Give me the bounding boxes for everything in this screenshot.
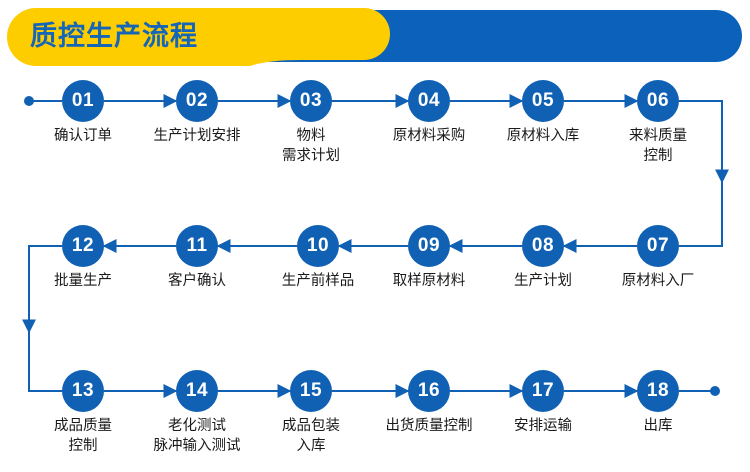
flow-node-15[interactable]: 15 成品包装 入库 [282,370,340,454]
flow-node-04-label: 原材料采购 [392,128,466,144]
page-title: 质控生产流程 [30,21,198,51]
flow-node-08[interactable]: 08 生产计划 [514,225,572,289]
flow-node-08-number: 08 [522,225,564,267]
flow-node-09-number: 09 [408,225,450,267]
flow-node-14-number: 14 [176,370,218,412]
flow-node-10[interactable]: 10 生产前样品 [282,225,354,289]
flow-node-10-label: 生产前样品 [281,273,355,289]
flow-node-14[interactable]: 14 老化测试 脉冲输入测试 [154,370,241,454]
flow-node-09[interactable]: 09 取样原材料 [393,225,465,289]
flow-node-06[interactable]: 06 来料质量 控制 [629,80,687,164]
flow-node-18-number: 18 [637,370,679,412]
flow-node-12[interactable]: 12 批量生产 [54,225,112,289]
flow-node-01-number: 01 [62,80,104,122]
flow-node-11-number: 11 [176,225,218,267]
flow-end-dot [710,386,720,396]
connector-12-to-13-tail [28,310,62,392]
flow-node-06-label: 来料质量 控制 [629,128,687,164]
flow-node-14-label: 老化测试 脉冲输入测试 [153,418,241,454]
flow-node-04[interactable]: 04 原材料采购 [393,80,465,144]
flow-node-04-number: 04 [408,80,450,122]
flow-node-17-label: 安排运输 [514,418,572,434]
flow-node-16-label: 出货质量控制 [385,418,473,434]
header-yellow-shape [7,8,390,66]
flow-node-07-label: 原材料入厂 [621,273,695,289]
flow-node-03-number: 03 [290,80,332,122]
flow-node-11[interactable]: 11 客户确认 [168,225,226,289]
flow-node-13-number: 13 [62,370,104,412]
flow-node-12-number: 12 [62,225,104,267]
flow-node-18[interactable]: 18 出库 [637,370,679,434]
flow-node-10-number: 10 [297,225,339,267]
flow-node-16[interactable]: 16 出货质量控制 [386,370,473,434]
flow-node-05-number: 05 [522,80,564,122]
flow-node-03-label: 物料 需求计划 [282,128,340,164]
flow-node-02-label: 生产计划安排 [153,128,241,144]
header-banner: 质控生产流程 [0,0,750,72]
flow-node-07[interactable]: 07 原材料入厂 [622,225,694,289]
flow-node-16-number: 16 [408,370,450,412]
flow-node-15-number: 15 [290,370,332,412]
flow-node-06-number: 06 [637,80,679,122]
flow-node-17-number: 17 [522,370,564,412]
connector-06-to-07-arrowhead [679,100,729,184]
connector-12-to-13-arrowhead [22,245,62,334]
flow-node-07-number: 07 [637,225,679,267]
connector-06-to-07-tail [679,160,723,247]
flow-node-15-label: 成品包装 入库 [282,418,340,454]
flow-node-12-label: 批量生产 [54,273,112,289]
flow-node-13-label: 成品质量 控制 [54,418,112,454]
flow-node-05[interactable]: 05 原材料入库 [507,80,579,144]
flow-node-03[interactable]: 03 物料 需求计划 [282,80,340,164]
flow-node-01-label: 确认订单 [54,128,112,144]
flow-node-05-label: 原材料入库 [506,128,580,144]
flow-node-13[interactable]: 13 成品质量 控制 [54,370,112,454]
header-banner-shape [7,8,742,66]
flow-node-18-label: 出库 [643,418,673,434]
flow-node-09-label: 取样原材料 [392,273,466,289]
flow-node-02-number: 02 [176,80,218,122]
flow-node-11-label: 客户确认 [168,273,226,289]
flow-node-17[interactable]: 17 安排运输 [514,370,572,434]
flow-node-02[interactable]: 02 生产计划安排 [154,80,241,144]
flow-node-08-label: 生产计划 [514,273,572,289]
flow-node-01[interactable]: 01 确认订单 [54,80,112,144]
